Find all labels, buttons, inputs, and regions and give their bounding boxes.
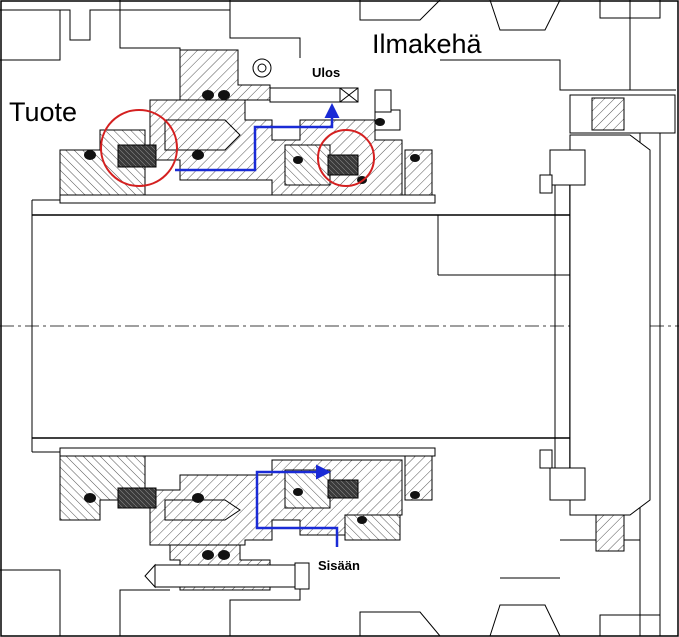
outlet-flow-path — [175, 103, 340, 172]
housing-outline-bottom — [0, 539, 660, 637]
product-side-label: Tuote — [9, 97, 78, 127]
bottom-o-rings — [84, 488, 420, 560]
shaft-flange — [539, 94, 676, 552]
atmosphere-side-label: Ilmakehä — [372, 29, 482, 59]
top-seal-housing — [59, 49, 436, 204]
inlet-label: Sisään — [318, 558, 360, 573]
secondary-seal-highlight — [317, 129, 375, 187]
bottom-seal-housing — [59, 447, 436, 591]
outlet-label: Ulos — [312, 65, 341, 80]
seal-face-highlights — [100, 109, 375, 187]
inlet-flow-path — [255, 464, 339, 547]
top-o-rings — [84, 90, 420, 184]
primary-seal-highlight — [100, 109, 178, 187]
